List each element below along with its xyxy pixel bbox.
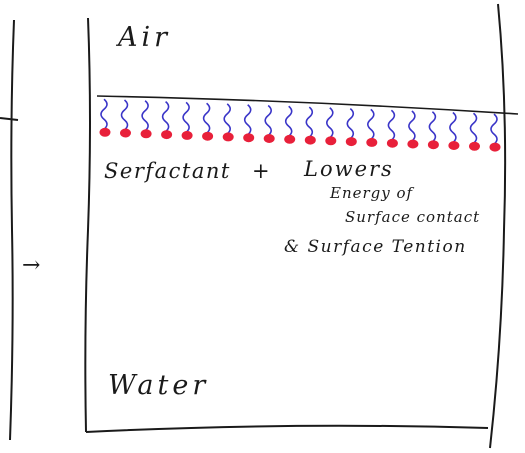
surfactant-tail [182, 101, 190, 134]
surfactant-head [469, 141, 480, 151]
surfactant-tail [243, 104, 252, 136]
surfactant-head [140, 129, 152, 139]
surfactant-head [489, 142, 501, 152]
lowers-label: Lowers [303, 157, 394, 181]
surfactant-head [407, 139, 419, 149]
surfactant-tail [367, 108, 375, 141]
surfactant-tail [264, 104, 272, 137]
surfactant-head [304, 135, 316, 145]
surface-contact-label: Surface contact [345, 208, 480, 226]
surfactant-head [99, 127, 111, 137]
surfactant-head [386, 138, 398, 148]
left-tick-stroke [0, 117, 19, 121]
energy-label: Energy of [329, 184, 415, 202]
surfactant-head [366, 137, 378, 147]
surfactant-label: Serfactant [104, 159, 231, 183]
surfactant-tail [120, 99, 129, 131]
left-edge-stroke [9, 19, 15, 441]
surfactant-tail [141, 100, 149, 132]
surfactant-head [120, 128, 131, 138]
surfactant-tail [469, 112, 478, 144]
surfactant-head [202, 131, 214, 141]
surfactant-tail [305, 106, 314, 138]
water-surface-line [96, 95, 519, 115]
beaker-bottom [85, 424, 489, 433]
surfactant-tail [346, 107, 355, 140]
surfactant-tail [223, 103, 231, 135]
surfactant-head [161, 130, 173, 140]
surfactant-tail [490, 113, 498, 145]
surfactant-tail [202, 102, 211, 134]
surfactant-head [181, 130, 193, 140]
surfactant-tail [284, 105, 293, 137]
plus-sign: + [252, 159, 270, 183]
surfactant-head [345, 137, 357, 147]
surfactant-head [448, 141, 460, 150]
surfactant-tail [161, 100, 170, 133]
surfactant-head [284, 134, 296, 144]
surfactant-head [243, 133, 255, 143]
surfactant-tail [326, 107, 334, 139]
surfactant-head [427, 140, 439, 150]
surfactant-head [263, 134, 275, 143]
beaker-left-wall [84, 17, 91, 433]
surfactant-tail [100, 98, 108, 130]
water-label: Water [108, 370, 209, 401]
surface-tension-label: & Surface Tention [284, 237, 467, 257]
margin-arrow-mark: → [22, 253, 40, 278]
surfactant-tail [428, 111, 437, 143]
surfactant-tail [387, 109, 396, 141]
surfactant-head [325, 136, 337, 146]
air-label: Air [115, 22, 171, 53]
surfactant-tail [408, 110, 416, 142]
beaker-right-wall [489, 3, 507, 449]
surfactant-layer [99, 98, 501, 152]
surfactant-tail [449, 111, 457, 144]
surfactant-head [222, 132, 234, 142]
